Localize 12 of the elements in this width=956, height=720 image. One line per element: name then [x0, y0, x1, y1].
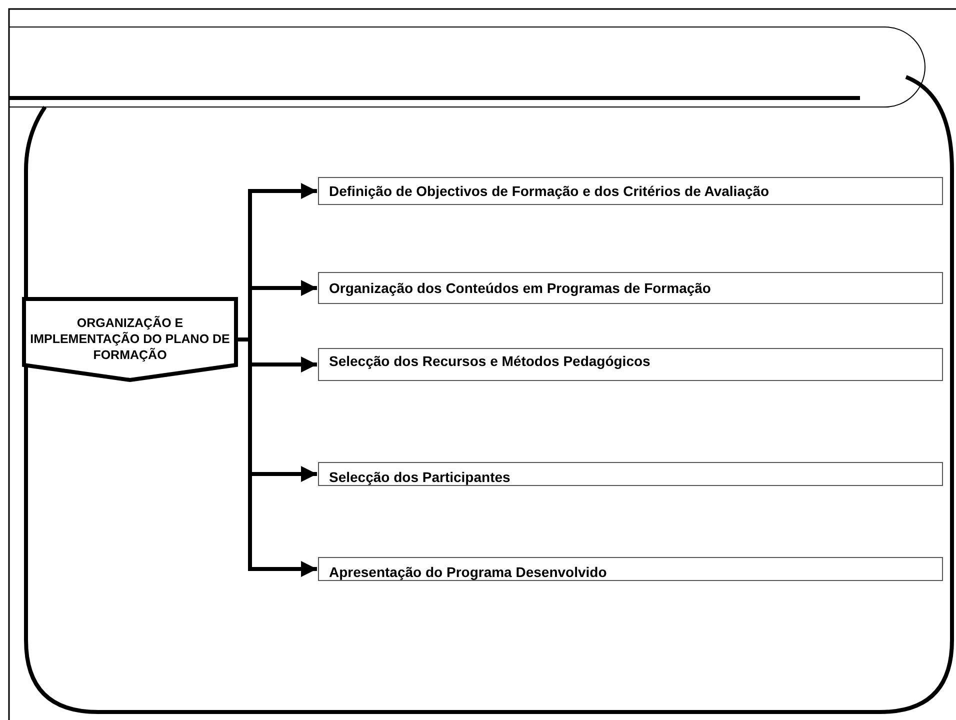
process-box	[318, 557, 943, 581]
pentagon-arrow-shape	[22, 297, 238, 382]
node-text: Selecção dos Recursos e Métodos Pedagógicos	[329, 353, 650, 369]
node-text: Organização dos Conteúdos em Programas de Formação	[329, 280, 711, 296]
process-box	[318, 177, 943, 205]
node-text: Selecção dos Participantes	[329, 469, 510, 485]
process-box	[318, 272, 943, 304]
node-text: ORGANIZAÇÃO E IMPLEMENTAÇÃO DO PLANO DE FORMAÇÃO	[29, 315, 231, 363]
node-text: Apresentação do Programa Desenvolvido	[329, 564, 607, 580]
process-box	[318, 462, 943, 486]
process-box	[318, 348, 943, 381]
node-text: Definição de Objectivos de Formação e dos Critérios de Avaliação	[329, 183, 770, 199]
